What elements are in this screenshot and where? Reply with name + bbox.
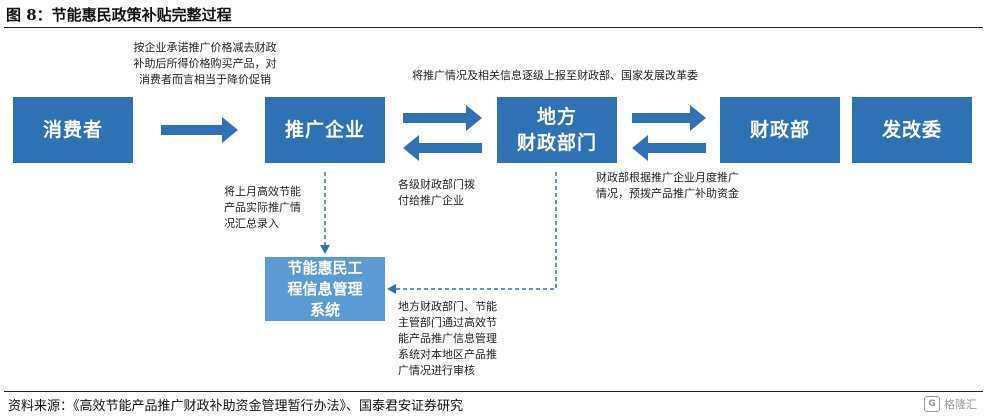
note-report-upward: 将推广情况及相关信息逐级上报至财政部、国家发展改革委 [412,69,698,82]
node-ndrc: 发改委 [852,97,972,163]
arrow-local-to-enterprise [403,135,482,161]
title-divider [4,27,983,28]
watermark: G 格隆汇 [924,396,977,412]
figure-title: 图 8：节能惠民政策补贴完整过程 [6,6,232,24]
dashed-enterprise-to-system-head [320,245,330,254]
dashed-local-to-system-head [387,284,396,294]
node-mof: 财政部 [720,97,840,163]
watermark-logo-icon: G [924,396,940,412]
note-discounted-purchase: 按企业承诺推广价格减去财政 补助后所得价格购买产品，对 消费者而言相当于降价促销 [133,41,277,86]
node-consumer: 消费者 [13,97,133,163]
arrow-local-to-mof [632,105,706,131]
source-note: 资料来源：《高效节能产品推广财政补助资金管理暂行办法》、国泰君安证券研究 [8,399,464,414]
arrow-mof-to-local [632,135,706,161]
node-info-system: 节能惠民工 程信息管理 系统 [265,257,385,321]
node-enterprise: 推广企业 [265,97,385,163]
note-local-payment: 各级财政部门拨 付给推广企业 [398,178,475,207]
note-mof-prefunding: 财政部根据推广企业月度推广 情况，预拨产品推广补助资金 [596,171,739,200]
arrow-consumer-from-enterprise [161,117,238,143]
note-audit: 地方财政部门、节能 主管部门通过高效节 能产品推广信息管理 系统对本地区产品推 … [398,300,497,377]
dashed-local-to-system [396,172,557,290]
node-local-finance: 地方 财政部门 [497,97,617,163]
watermark-text: 格隆汇 [944,398,977,411]
arrow-enterprise-to-local [403,105,482,131]
note-monthly-entry: 将上月高效节能 产品实际推广情 况汇总录入 [224,185,301,230]
footer-divider [4,391,983,392]
